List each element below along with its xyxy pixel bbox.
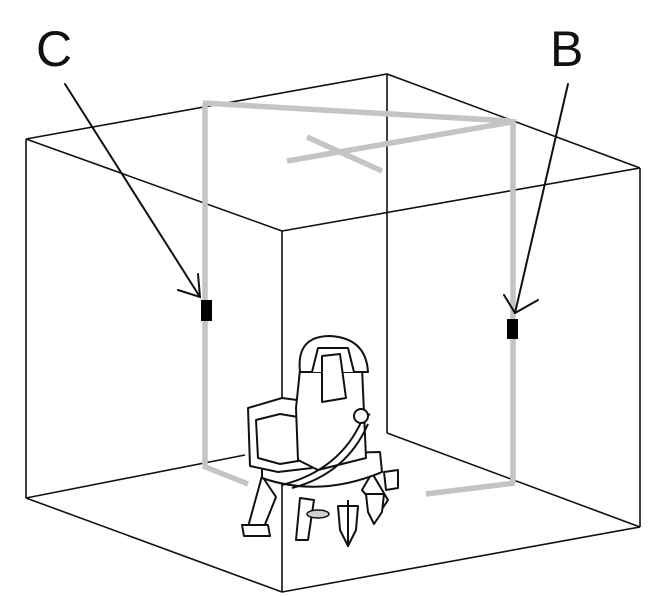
marker-c (201, 300, 212, 321)
laser-lines (201, 100, 516, 497)
laser-left-floor (201, 463, 250, 487)
room-right-floor-edge (281, 526, 641, 593)
label-b: B (550, 21, 583, 77)
laser-level-device-icon (241, 335, 399, 547)
room-right-top-edge (281, 167, 641, 232)
room-back-floor-edge-left (25, 454, 246, 499)
laser-cross-line-1 (286, 119, 513, 164)
laser-right-floor (425, 480, 516, 497)
laser-left-ceiling (202, 100, 511, 124)
arrow-b-icon (503, 83, 569, 315)
laser-cross-line-2 (305, 134, 384, 174)
marker-b (507, 319, 518, 339)
room-left-floor-edge (25, 497, 283, 593)
arrow-c-icon (64, 83, 202, 299)
label-c: C (36, 21, 72, 77)
room-front-top-edge (25, 138, 283, 232)
